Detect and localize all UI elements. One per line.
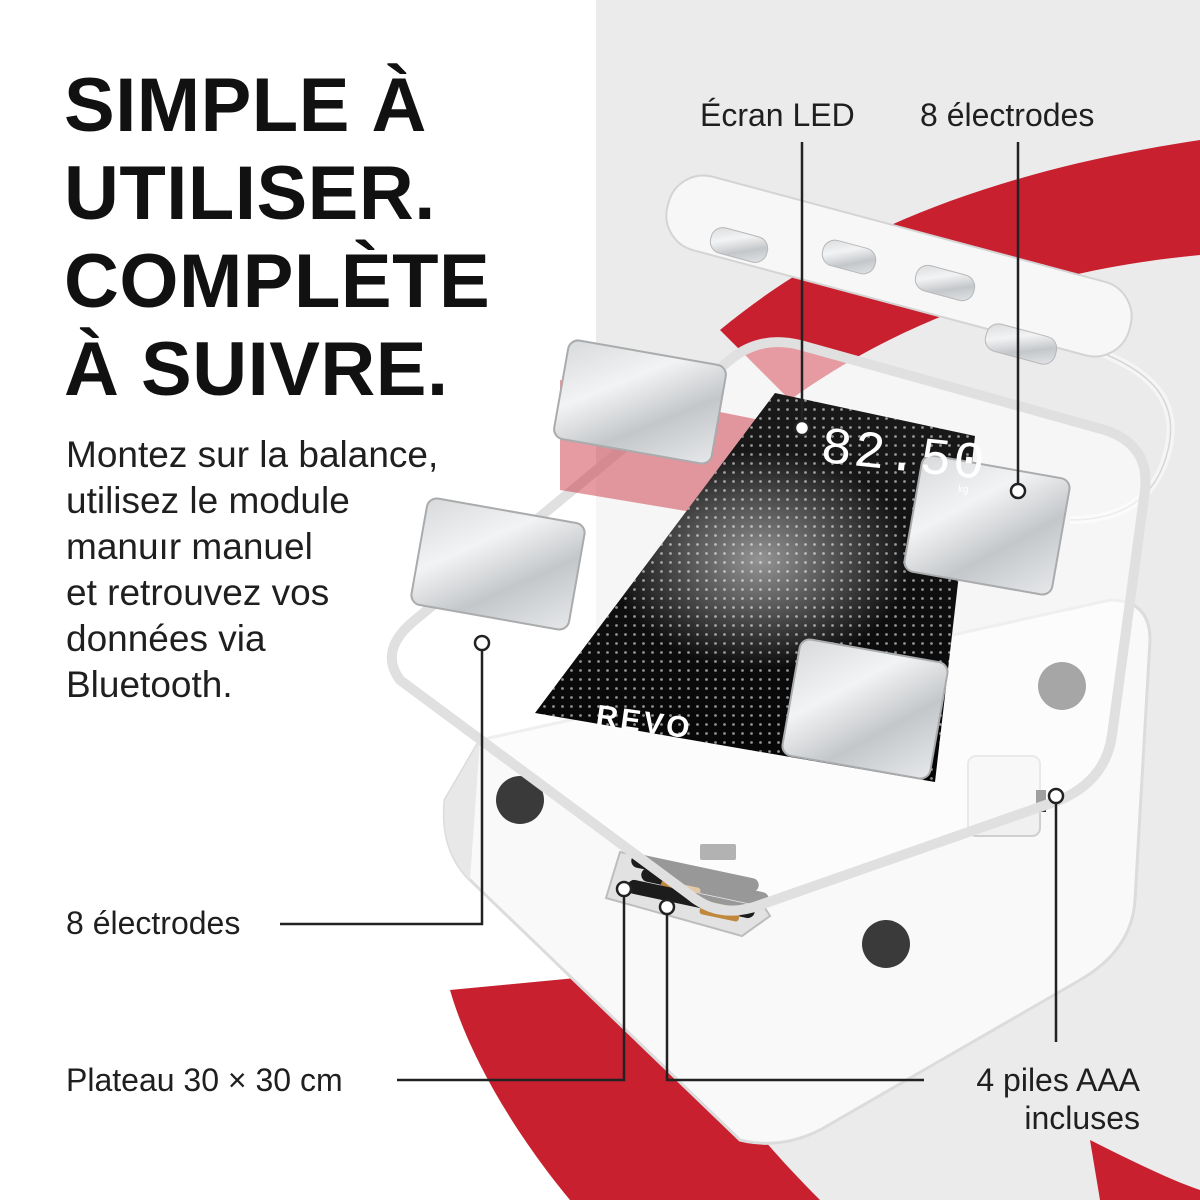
headline-line: COMPLÈTE	[64, 239, 491, 324]
description: Montez sur la balance, utilisez le modul…	[66, 432, 506, 708]
description-line: et retrouvez vos	[66, 572, 330, 613]
electrode-plate	[903, 454, 1071, 596]
callout-electrodes-right: 8 électrodes	[920, 97, 1095, 133]
description-line: manuır manuel	[66, 526, 313, 567]
foot-electrodes	[410, 339, 1071, 780]
headline: SIMPLE À UTILISER. COMPLÈTE À SUIVRE.	[64, 62, 584, 414]
description-line: données via	[66, 618, 266, 659]
display-unit: kg	[957, 484, 969, 496]
callout-piles-line: incluses	[1024, 1100, 1140, 1136]
callout-electrodes-left: 8 électrodes	[66, 905, 241, 941]
headline-line: À SUIVRE.	[64, 327, 449, 412]
hand-module	[665, 174, 1133, 365]
callout-piles: 4 piles AAA incluses	[900, 1061, 1140, 1137]
headline-line: SIMPLE À	[64, 63, 427, 148]
electrode-plate	[553, 339, 727, 465]
electrode-plate	[410, 497, 586, 631]
description-line: utilisez le module	[66, 480, 350, 521]
callout-lines	[280, 142, 1065, 1082]
callout-ecran-led: Écran LED	[700, 97, 855, 133]
callout-piles-line: 4 piles AAA	[976, 1062, 1140, 1098]
foot-pad	[862, 920, 910, 968]
description-line: Montez sur la balance,	[66, 434, 439, 475]
electrode-plate	[781, 638, 949, 780]
headline-line: UTILISER.	[64, 151, 436, 236]
description-line: Bluetooth.	[66, 664, 233, 705]
foot-pad	[496, 776, 544, 824]
callout-plateau: Plateau 30 × 30 cm	[66, 1062, 343, 1098]
